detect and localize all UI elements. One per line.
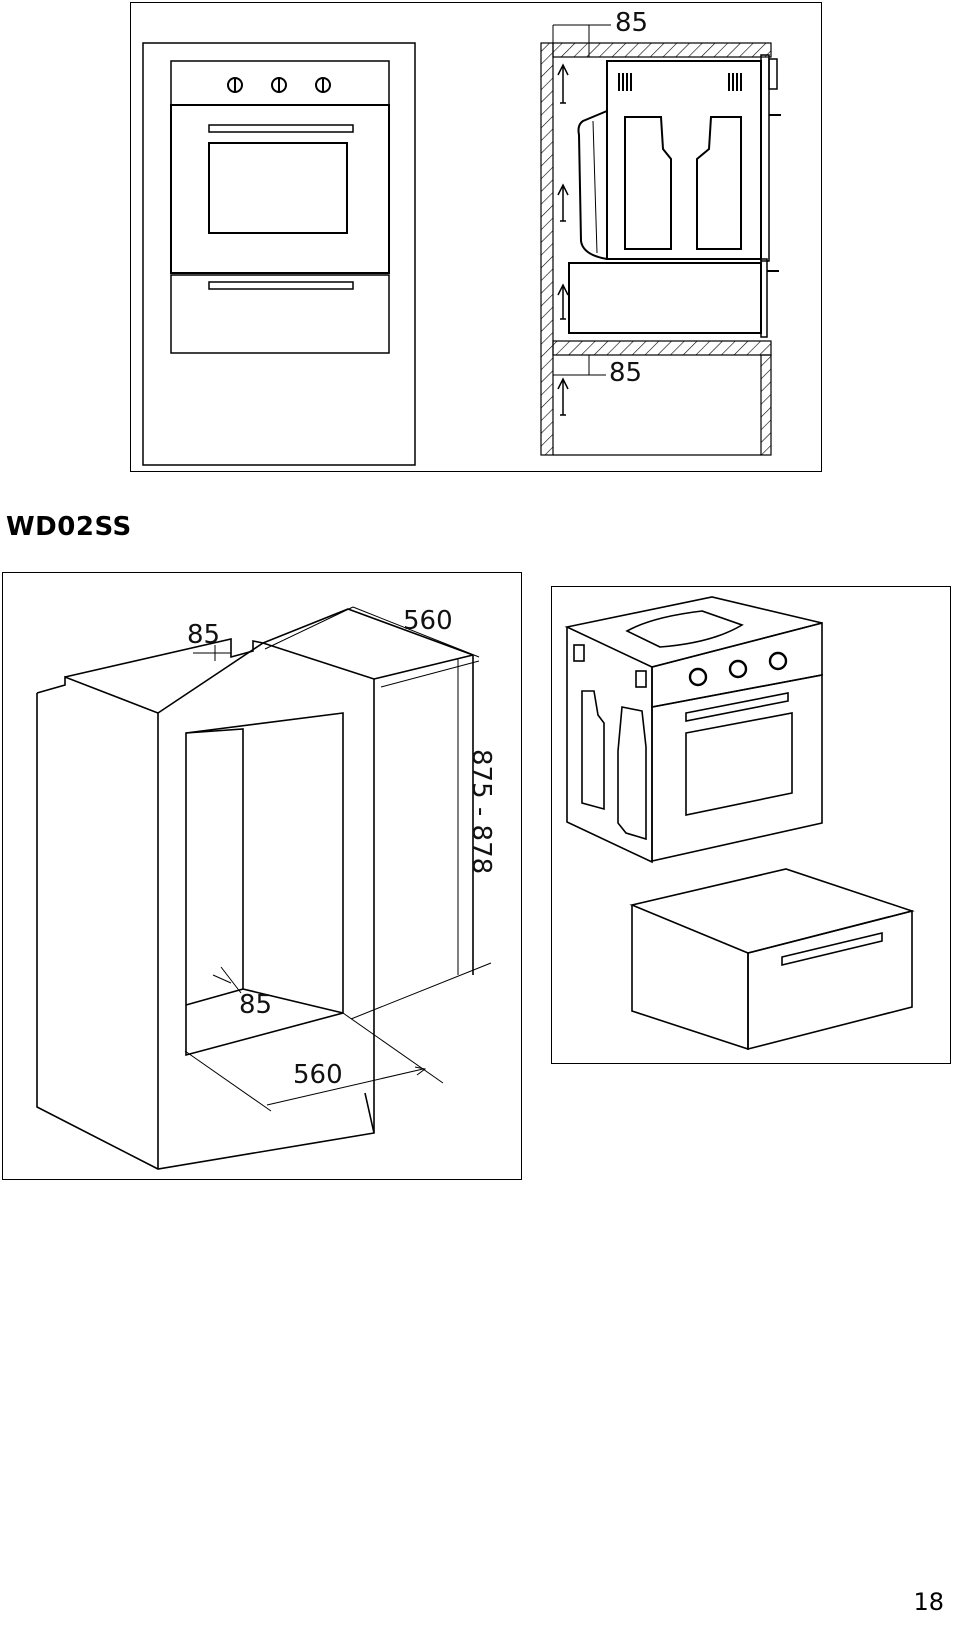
oven-top-recess: [625, 610, 744, 648]
airflow-arrow-icon: [557, 183, 569, 222]
oven-side-cutout: [624, 116, 672, 250]
installation-drawing-top: 85 85: [142, 8, 781, 466]
cabinet-front-face: [36, 679, 375, 1170]
dimension-bottom-gap: 85: [239, 990, 272, 1020]
side-section-view: 85 85: [540, 8, 781, 456]
cabinet-top-shelf: [552, 42, 772, 58]
oven-side-cutout: [696, 116, 742, 250]
warming-drawer-front: [170, 274, 390, 354]
oven-knob-side: [768, 58, 778, 90]
dimension-width-bottom: 560: [293, 1060, 343, 1090]
oven-knob-icon: [728, 659, 748, 679]
cabinet-middle-shelf: [552, 340, 772, 356]
drawer-front: [747, 909, 913, 1051]
oven-knob-icon: [315, 77, 331, 93]
airflow-arrow-icon: [557, 377, 569, 416]
airflow-arrow-icon: [557, 283, 569, 320]
appliances-drawing: [564, 596, 915, 1051]
appliances-figure: [551, 586, 951, 1064]
page-number: 18: [913, 1588, 944, 1616]
oven-side-cutout: [581, 690, 605, 811]
dimension-bottom-gap: 85: [609, 358, 642, 388]
drawer-top: [629, 868, 915, 954]
oven-rear-vent: [577, 110, 608, 260]
drawer-handle: [208, 281, 354, 290]
cabinet-dimension-figure: 560 85 875 - 878 85 560: [2, 572, 522, 1180]
vent-slots-icon: [573, 644, 585, 662]
oven-knob-icon: [271, 77, 287, 93]
cabinet-back-wall: [540, 42, 554, 456]
oven-window: [685, 712, 793, 816]
model-label: WD02SS: [6, 512, 132, 542]
oven-knob-icon: [768, 651, 788, 671]
cabinet-front-edge: [760, 354, 772, 456]
dimension-top-gap: 85: [615, 8, 648, 38]
vent-slots-icon: [618, 73, 632, 91]
oven-door-handle: [685, 692, 789, 722]
oven-knob-icon: [227, 77, 243, 93]
dimension-top-gap: 85: [187, 620, 220, 650]
installation-figure-top: 85 85: [130, 2, 822, 472]
vent-slots-icon: [728, 73, 742, 91]
front-view: [142, 42, 416, 466]
airflow-arrow-icon: [557, 63, 569, 104]
vent-slots-icon: [635, 670, 647, 688]
drawer-handle: [781, 931, 883, 967]
oven-side-cutout: [617, 706, 647, 841]
oven-door-handle: [208, 124, 354, 133]
oven-knob-icon: [688, 667, 708, 687]
oven-door: [651, 674, 823, 862]
cabinet-front-outline: [142, 42, 416, 466]
dimension-height: 875 - 878: [466, 749, 496, 874]
cabinet-dimension-drawing: 560 85 875 - 878 85 560: [36, 606, 496, 1170]
dimension-depth-top: 560: [403, 606, 453, 636]
oven-window: [208, 142, 348, 234]
warming-drawer-side: [568, 262, 762, 334]
oven-left-side: [566, 627, 653, 864]
drawer-side: [631, 905, 749, 1051]
oven-door: [170, 104, 390, 274]
